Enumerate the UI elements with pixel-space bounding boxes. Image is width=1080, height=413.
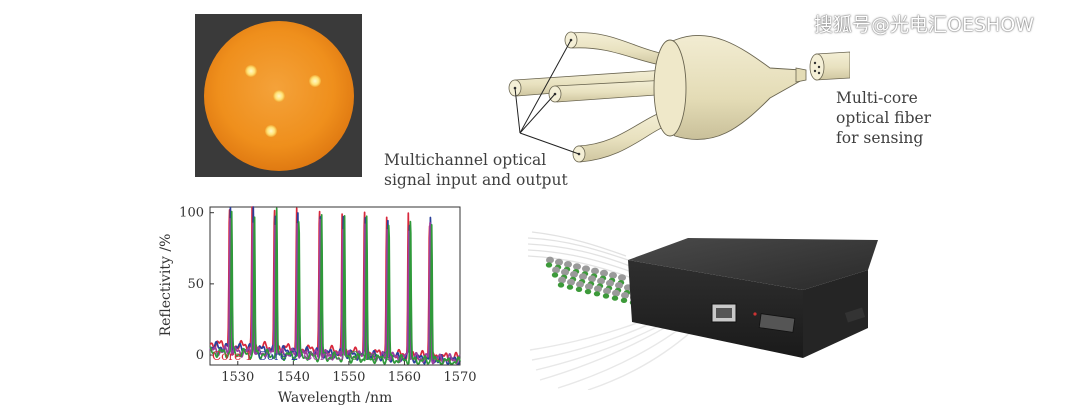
fc-connector-nut	[561, 268, 569, 276]
fc-connector-nut	[609, 272, 617, 279]
x-axis-label: Wavelength /nm	[278, 390, 393, 406]
series-line	[209, 206, 461, 363]
y-tick-label: 100	[179, 206, 204, 221]
fc-connector-boot	[611, 295, 619, 301]
terminal-block-icon	[758, 313, 796, 333]
status-led-icon	[753, 312, 757, 316]
fc-connector-boot	[575, 286, 583, 292]
x-tick-label: 1540	[277, 370, 310, 385]
fc-connector-nut	[567, 278, 575, 286]
fc-connector-nut	[612, 289, 620, 297]
multichannel-label: Multichannel optical signal input and ou…	[384, 150, 568, 190]
fc-connector-nut	[606, 279, 614, 287]
fc-connector-nut	[555, 258, 563, 266]
fiber-core	[265, 125, 277, 137]
fc-connector-nut	[594, 285, 602, 293]
fc-connector-nut	[552, 266, 560, 274]
sensing-label-line-2: optical fiber	[836, 109, 932, 127]
reflectivity-spectrum-chart: 1530 1540 1550 1560 1570 0 50 100 Wavelength /n…	[158, 206, 477, 406]
x-tick-label: 1560	[388, 370, 421, 385]
legend-entry: Core 3	[303, 349, 344, 363]
plot-frame	[209, 206, 461, 366]
series-line	[209, 207, 461, 365]
fc-connector-nut	[603, 287, 611, 295]
ticks-layer: 1530 1540 1550 1560 1570 0 50 100	[179, 206, 476, 385]
fc-connector-nut	[588, 275, 596, 283]
core-dot	[813, 61, 817, 65]
x-tick-label: 1550	[332, 370, 365, 385]
fc-connector-nut	[597, 277, 605, 285]
fiber-cross-section-micrograph	[195, 14, 362, 177]
fc-connector-boot	[566, 284, 574, 290]
core-dot	[813, 69, 817, 73]
device-top-panel	[628, 238, 878, 290]
fc-connector-nut	[621, 292, 629, 299]
y-tick-label: 50	[187, 277, 204, 292]
fc-connector-stack	[545, 256, 638, 306]
y-tick-label: 0	[196, 348, 204, 363]
fiber-core	[273, 90, 285, 102]
fiber-core	[309, 75, 321, 87]
series-line	[209, 206, 461, 365]
fc-connector-nut	[591, 267, 599, 275]
pointer-lines	[514, 39, 580, 155]
legend-entry: Core 4	[349, 349, 390, 363]
fc-connector-boot	[593, 291, 601, 297]
fc-connector-nut	[600, 269, 608, 277]
y-axis-label: Reflectivity /%	[158, 234, 174, 337]
watermark: 搜狐号@光电汇OESHOW	[814, 14, 1035, 36]
series-line	[209, 217, 461, 365]
multichannel-label-line-1: Multichannel optical	[384, 151, 547, 169]
interrogator-device-photo	[528, 231, 878, 390]
device-side-panel	[803, 270, 868, 358]
fc-connector-boot	[584, 289, 592, 295]
fc-connector-nut	[579, 273, 587, 280]
x-tick-label: 1570	[443, 370, 476, 385]
mounting-ear	[844, 307, 866, 323]
fc-connector-boot	[557, 282, 565, 288]
micrograph-svg	[204, 21, 354, 171]
fc-connector-nut	[570, 271, 578, 278]
fc-connector-nut	[585, 283, 593, 290]
fc-connector-nut	[564, 261, 572, 268]
x-tick-label: 1530	[221, 370, 254, 385]
fc-connector-nut	[582, 265, 590, 273]
sensing-fiber-label: Multi-core optical fiber for sensing	[836, 88, 931, 148]
fc-connector-nut	[573, 263, 581, 270]
fc-connector-nut	[618, 274, 626, 281]
fc-connector-nut	[615, 282, 623, 289]
taper-tip	[795, 67, 807, 83]
multi-core-fiber-end-face	[809, 53, 825, 81]
legend-entry: Core 1	[212, 349, 253, 363]
legend-entry: Core 2	[258, 349, 299, 363]
fan-out-face	[653, 39, 687, 137]
fc-connector-nut	[576, 281, 584, 288]
fan-in-fan-out-schematic	[508, 31, 850, 163]
core-dot	[817, 71, 821, 75]
core-dot	[817, 65, 821, 69]
ethernet-port-socket	[716, 308, 732, 318]
multichannel-label-line-2: signal input and output	[384, 171, 568, 189]
fc-connector-boot	[602, 293, 610, 299]
fc-connector-boot	[545, 262, 553, 268]
fiber-core	[245, 65, 257, 77]
fc-connector-boot	[551, 272, 559, 278]
sensing-label-line-3: for sensing	[836, 129, 924, 147]
fc-connector-nut	[558, 276, 566, 284]
series-layer	[209, 206, 461, 365]
legend: Core 1 Core 2 Core 3 Core 4	[212, 349, 390, 363]
fc-connector-boot	[620, 297, 628, 303]
fiber-bundle-upper	[528, 231, 633, 279]
input-fiber-top	[569, 32, 666, 67]
fc-connector-nut	[546, 256, 554, 264]
sensing-label-line-1: Multi-core	[836, 89, 918, 107]
